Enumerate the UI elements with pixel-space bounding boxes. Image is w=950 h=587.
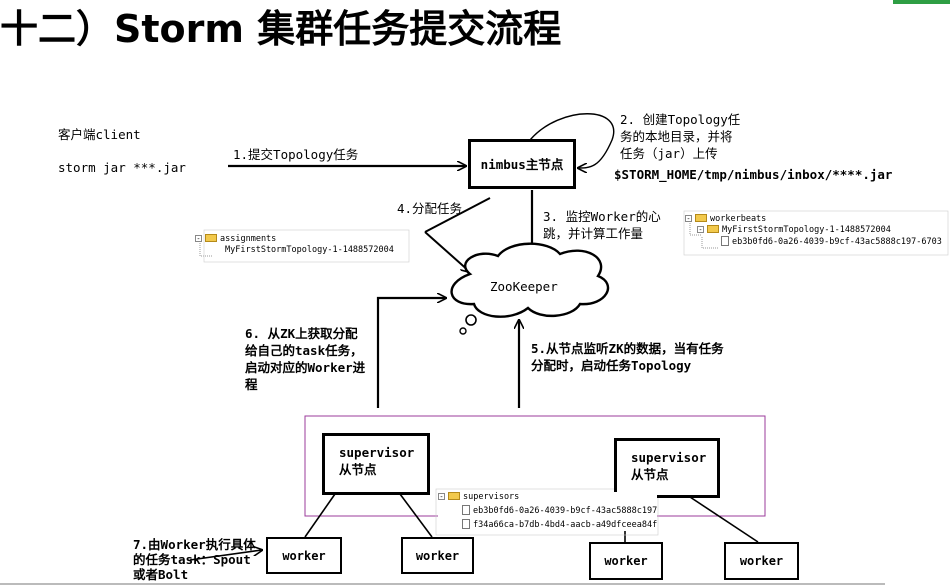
file-icon [462, 505, 470, 515]
step2-line1: 2. 创建Topology任 [620, 112, 741, 127]
corner-accent [893, 0, 950, 4]
file-icon [721, 236, 729, 246]
tree-assignments: -assignments MyFirstStormTopology-1-1488… [195, 234, 394, 256]
tree-assignments-root: -assignments [195, 234, 277, 244]
folder-icon [448, 492, 460, 500]
arrow-fetch-task [376, 298, 446, 408]
worker-node-2: worker [401, 537, 474, 574]
tree-supervisors-leaf1: eb3b0fd6-0a26-4039-b9cf-43ac5888c197 [438, 505, 657, 517]
tree-workerbeats: -workerbeats -MyFirstStormTopology-1-148… [685, 214, 942, 248]
supervisor-left-node: supervisor 从节点 [322, 433, 430, 495]
link-sup-left-worker2 [399, 493, 433, 538]
client-command: storm jar ***.jar [58, 160, 186, 175]
folder-icon [205, 234, 217, 242]
step4-label: 4.分配任务 [397, 201, 463, 216]
zookeeper-cloud [450, 242, 610, 318]
nimbus-node: nimbus主节点 [468, 139, 576, 189]
supervisor-right-line1: supervisor [631, 450, 707, 465]
arrow-assign-task-head [424, 231, 470, 272]
supervisor-right-line2: 从节点 [631, 467, 669, 482]
folder-icon [695, 214, 707, 222]
arrow-create-local-dir [529, 113, 615, 168]
step3-line1: 3. 监控Worker的心 [543, 209, 661, 224]
step2-line3: 任务（jar）上传 [620, 146, 718, 161]
worker-node-4: worker [724, 542, 799, 580]
worker-node-1: worker [266, 537, 342, 574]
tree-workerbeats-root: -workerbeats [685, 214, 767, 224]
step6-line4: 程 [245, 377, 258, 392]
link-sup-left-worker1 [304, 493, 336, 538]
tree-workerbeats-child: -MyFirstStormTopology-1-1488572004 [697, 225, 891, 235]
step7-text: 7.由Worker执行具体 的任务task：Spout 或者Bolt [133, 537, 256, 582]
step2-line2: 务的本地目录，并将 [620, 129, 733, 144]
step6-line2: 给自己的task任务， [245, 343, 363, 358]
arrow-worker-executes [189, 550, 262, 561]
step2-path: $STORM_HOME/tmp/nimbus/inbox/****.jar [614, 167, 893, 182]
tree-assignments-child: MyFirstStormTopology-1-1488572004 [225, 245, 394, 255]
step6-text: 6. 从ZK上获取分配 给自己的task任务， 启动对应的Worker进 程 [245, 325, 365, 393]
step7-line2: 的任务task：Spout [133, 552, 251, 567]
step3-line2: 跳，并计算工作量 [543, 226, 644, 241]
step6-line1: 6. 从ZK上获取分配 [245, 326, 358, 341]
step2-text: 2. 创建Topology任 务的本地目录，并将 任务（jar）上传 [620, 111, 740, 162]
tree-workerbeats-leaf: eb3b0fd6-0a26-4039-b9cf-43ac5888c197-670… [685, 236, 942, 248]
tree-supervisors-root: -supervisors [438, 492, 520, 502]
step1-label: 1.提交Topology任务 [233, 147, 359, 162]
step5-line1: 5.从节点监听ZK的数据，当有任务 [531, 341, 724, 356]
client-label: 客户端client [58, 127, 141, 142]
tree-supervisors-leaf2: f34a66ca-b7db-4bd4-aacb-a49dfceea84f [438, 519, 657, 531]
folder-icon [707, 225, 719, 233]
supervisor-left-line1: supervisor [339, 445, 415, 460]
step7-line1: 7.由Worker执行具体 [133, 537, 256, 552]
supervisor-left-line2: 从节点 [339, 462, 377, 477]
cloud-bubble-2 [459, 327, 467, 335]
page-title: 十二）Storm 集群任务提交流程 [0, 7, 562, 51]
worker-node-3: worker [589, 542, 663, 580]
link-sup-right-worker4 [689, 496, 759, 543]
supervisor-right-node: supervisor 从节点 [614, 438, 720, 498]
step7-line3: 或者Bolt [133, 567, 189, 582]
file-icon [462, 519, 470, 529]
step6-line3: 启动对应的Worker进 [245, 360, 366, 375]
arrow-assign-task [424, 197, 491, 233]
step5-text: 5.从节点监听ZK的数据，当有任务 分配时，启动任务Topology [531, 340, 724, 374]
tree-supervisors: -supervisors eb3b0fd6-0a26-4039-b9cf-43a… [438, 492, 658, 531]
step3-text: 3. 监控Worker的心 跳，并计算工作量 [543, 208, 661, 242]
zookeeper-label: ZooKeeper [490, 279, 558, 294]
cloud-bubble-1 [465, 314, 477, 326]
nimbus-label: nimbus主节点 [480, 156, 564, 172]
step5-line2: 分配时，启动任务Topology [531, 358, 692, 373]
